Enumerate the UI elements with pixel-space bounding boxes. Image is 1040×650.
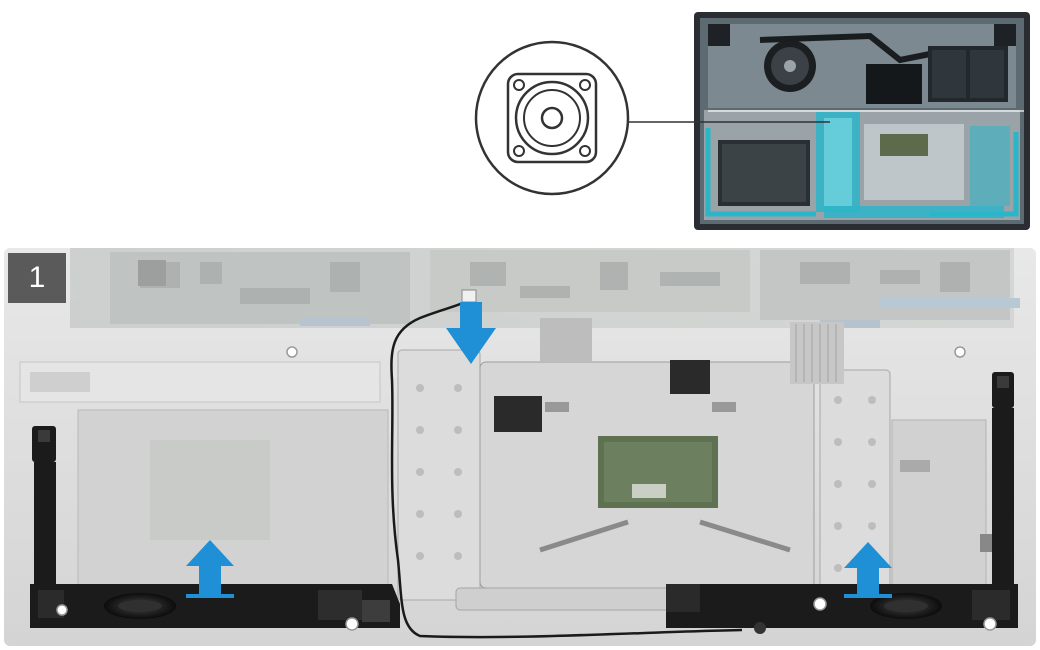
- overview-inset: [694, 12, 1030, 230]
- arrow-up-icon: [186, 540, 234, 598]
- fan-icon: [764, 40, 816, 92]
- left-speaker: [30, 426, 400, 628]
- speaker-cable: [390, 298, 743, 639]
- arrow-up-icon: [844, 542, 892, 598]
- right-speaker: [666, 372, 1018, 628]
- speaker-icon: [474, 40, 630, 196]
- arrow-down-icon: [446, 302, 496, 364]
- main-view: [4, 248, 1036, 646]
- step-number-badge: 1: [8, 253, 66, 303]
